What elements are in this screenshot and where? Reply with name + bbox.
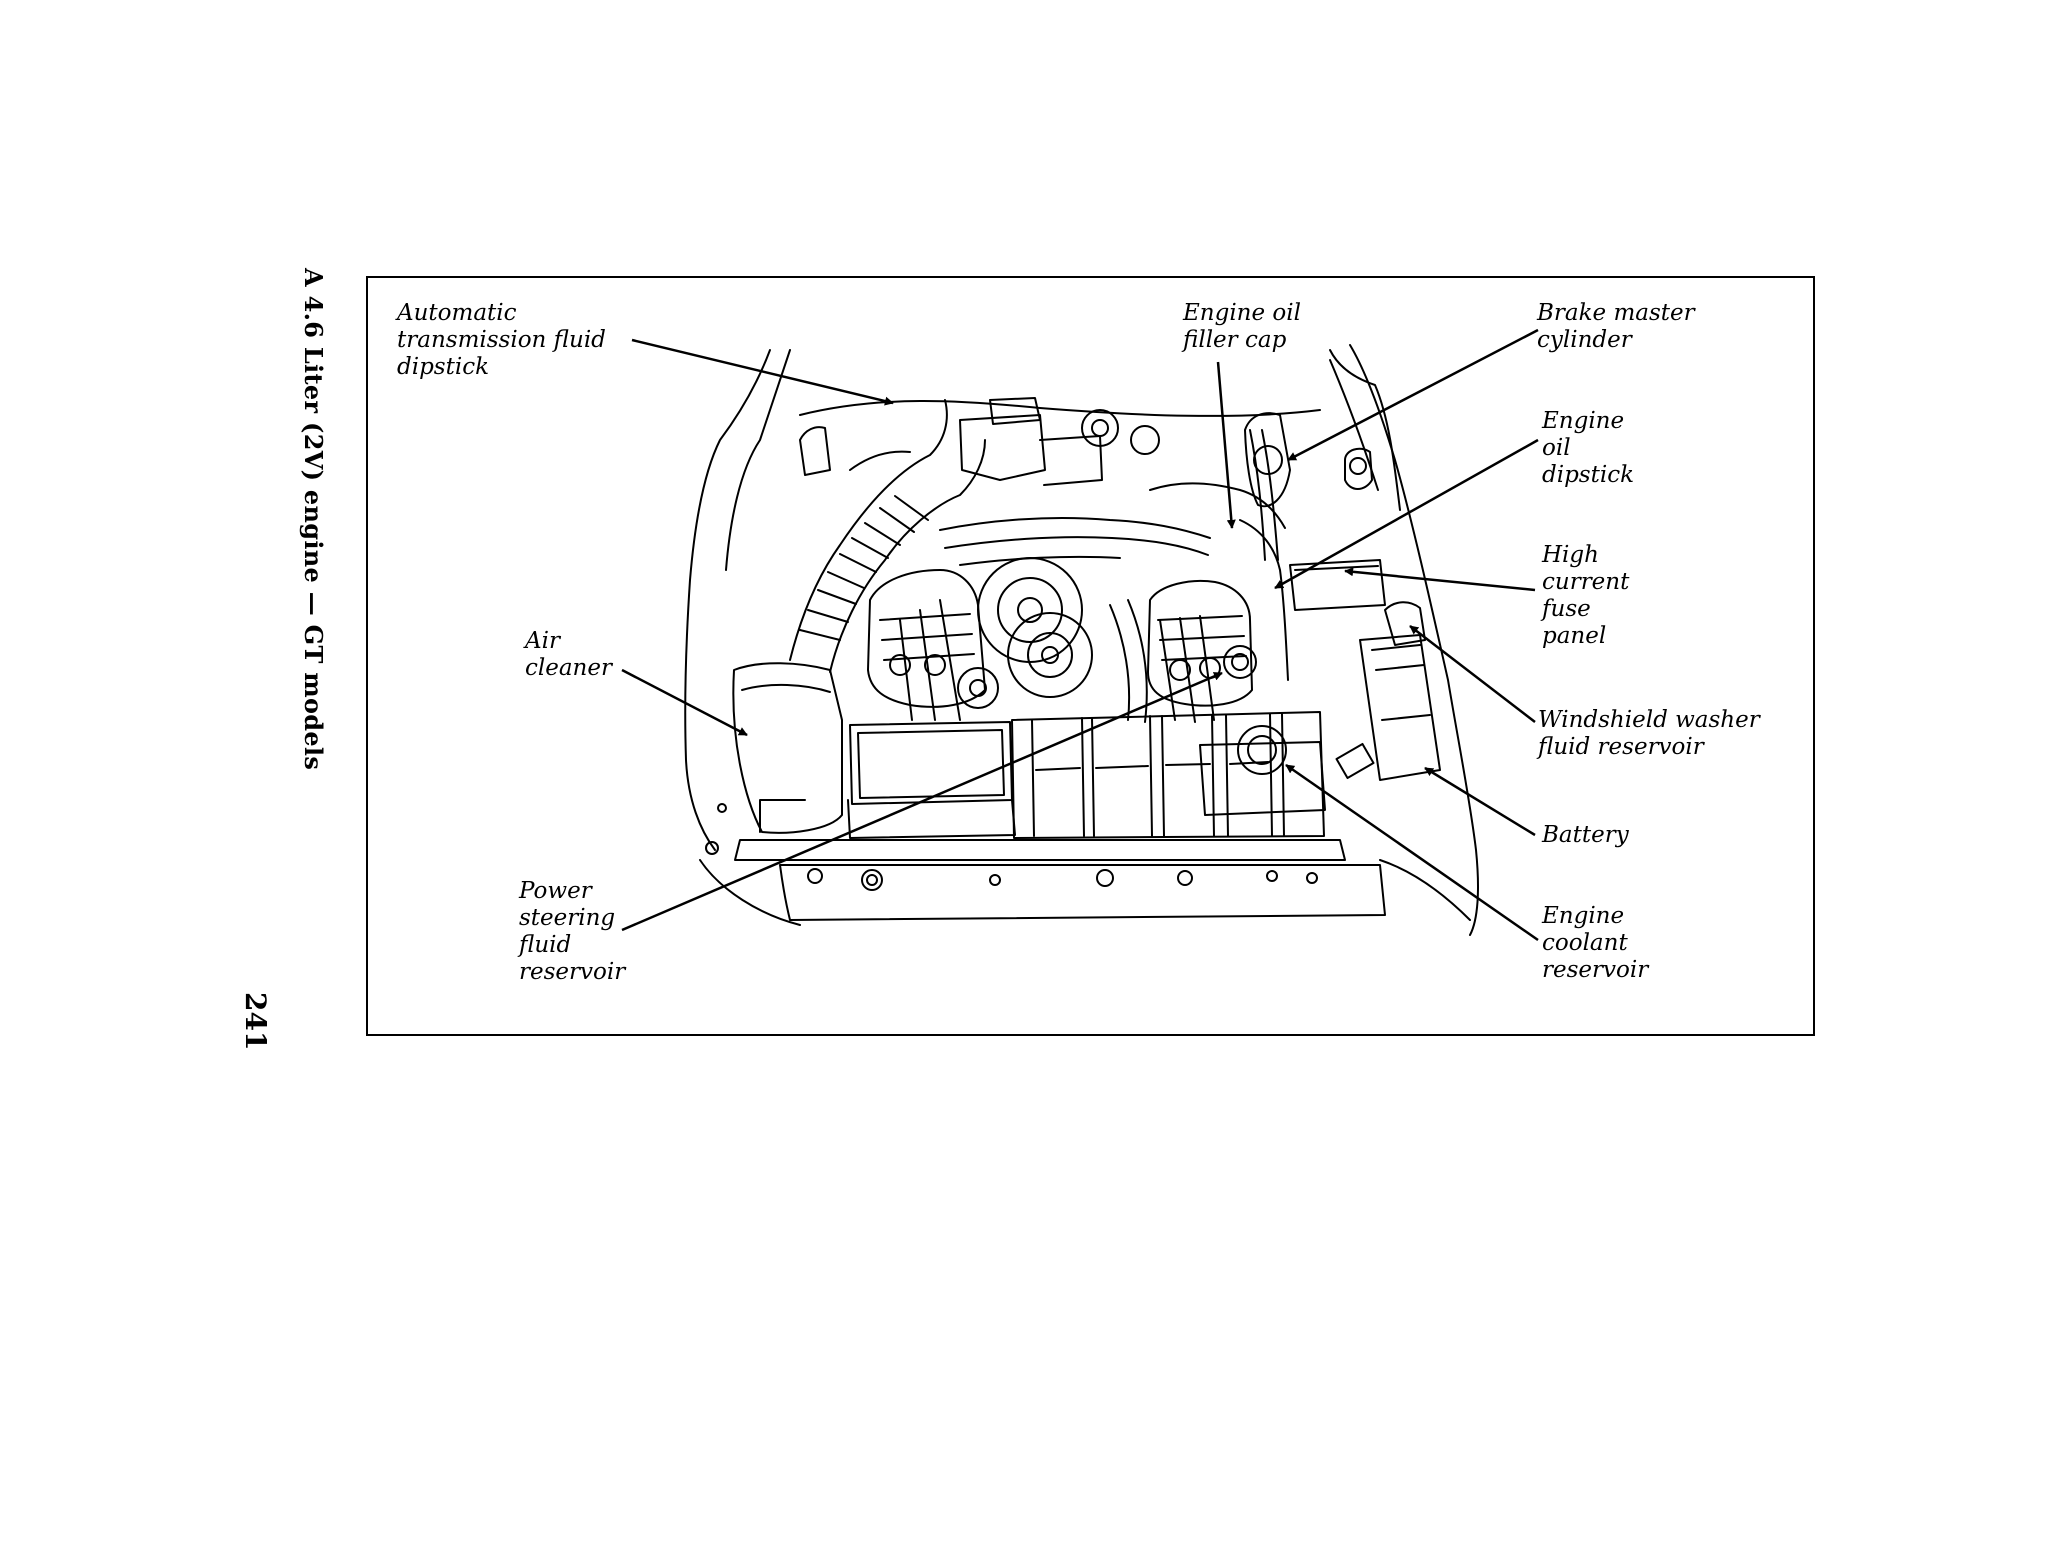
leader-high-current-fuse-panel [1344,567,1536,592]
upper-radiator-hose [1109,604,1131,721]
leader-battery [1424,766,1536,837]
label-battery: Battery [1542,822,1629,848]
battery [1359,634,1441,781]
front-valance-right [1379,859,1471,921]
throttle-body [959,414,1046,481]
brake-master-cylinder [1244,412,1291,508]
leader-engine-oil-filler-cap [1216,361,1236,529]
leader-atf-dipstick [631,338,894,406]
leader-engine-oil-dipstick [1274,438,1539,590]
label-engine-coolant-reservoir: Engine coolant reservoir [1542,903,1649,983]
radiator-cells [1011,711,1325,839]
label-atf-dipstick: Automatic transmission fluid dipstick [397,300,606,380]
radiator-support [734,839,1346,861]
front-valance [699,859,801,926]
left-valve-cover [867,569,986,708]
leader-engine-coolant-reservoir [1285,763,1539,942]
cowl-top [799,400,1321,417]
leader-windshield-washer-reservoir [1409,625,1536,723]
radiator-shroud-inner [857,729,1005,799]
fuse-panel-box [1289,559,1386,611]
intake-tube [789,399,948,661]
radiator-shroud [849,721,1013,805]
label-power-steering-reservoir: Power steering fluid reservoir [519,878,626,985]
leader-power-steering-reservoir [621,671,1223,932]
label-high-current-fuse-panel: High current fuse panel [1542,542,1630,649]
label-brake-master-cylinder: Brake master cylinder [1537,300,1695,353]
crank-pulley [1007,612,1093,698]
label-air-cleaner: Air cleaner [525,628,612,681]
firewall-edge [1329,349,1401,511]
left-fender [684,349,771,851]
label-engine-oil-dipstick: Engine oil dipstick [1542,408,1635,488]
washer-reservoir [1384,601,1426,646]
right-fender-inner [1329,359,1379,491]
left-fender-inner [725,349,791,571]
label-engine-oil-filler-cap: Engine oil filler cap [1183,300,1301,353]
coolant-reservoir-cap [1237,725,1287,775]
front-bumper [779,864,1386,921]
figure-frame [366,276,1815,1036]
leader-air-cleaner [621,668,748,737]
label-windshield-washer-reservoir: Windshield washer fluid reservoir [1538,707,1760,760]
right-fender [1349,344,1479,936]
power-steering-reservoir-cap [1223,645,1257,679]
leader-brake-master-cylinder [1287,328,1539,462]
air-cleaner-box [732,662,843,834]
